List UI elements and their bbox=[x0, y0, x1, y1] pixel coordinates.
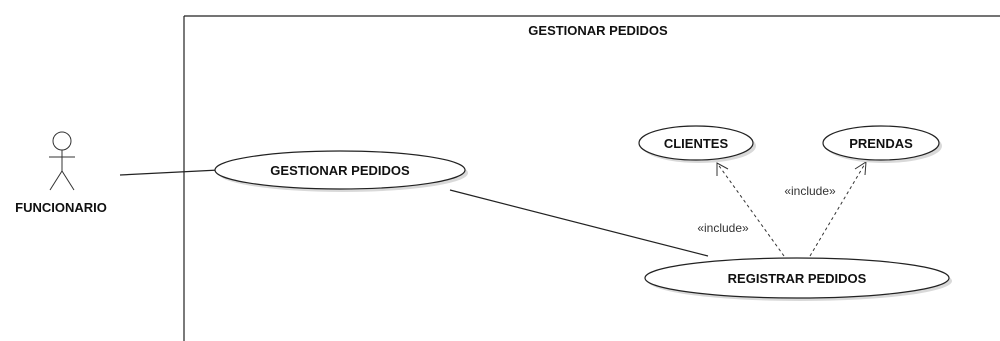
include-registrar-prendas[interactable]: «include» bbox=[784, 161, 867, 257]
include-dashed-line bbox=[809, 161, 867, 257]
use-case-ellipse bbox=[644, 257, 950, 299]
include-arrowhead-icon bbox=[854, 161, 867, 176]
use-case-label: CLIENTES bbox=[664, 136, 729, 151]
use-case-label: GESTIONAR PEDIDOS bbox=[270, 163, 410, 178]
association-actor-gestionar[interactable] bbox=[119, 169, 220, 176]
use-case-ellipse bbox=[638, 125, 754, 161]
use-case-prendas[interactable]: PRENDAS bbox=[822, 125, 942, 163]
actor-head bbox=[52, 131, 72, 151]
association-gestionar-registrar[interactable] bbox=[449, 189, 709, 257]
include-arrowhead-icon bbox=[716, 162, 729, 176]
system-title: GESTIONAR PEDIDOS bbox=[528, 23, 668, 38]
include-label-prendas: «include» bbox=[784, 184, 836, 198]
system-boundary: GESTIONAR PEDIDOS bbox=[183, 15, 1000, 341]
actor-stick-figure-icon bbox=[49, 131, 75, 191]
actor-right-leg bbox=[61, 170, 75, 191]
use-case-registrar-pedidos[interactable]: REGISTRAR PEDIDOS bbox=[644, 257, 952, 301]
actor-left-leg bbox=[49, 170, 63, 191]
include-dashed-line bbox=[716, 162, 785, 257]
use-case-ellipse bbox=[214, 150, 466, 190]
use-case-ellipse bbox=[822, 125, 940, 161]
use-case-label: PRENDAS bbox=[849, 136, 913, 151]
include-label-clientes: «include» bbox=[697, 221, 749, 235]
use-case-label: REGISTRAR PEDIDOS bbox=[728, 271, 867, 286]
include-registrar-clientes[interactable]: «include» bbox=[697, 162, 785, 257]
use-case-gestionar-pedidos[interactable]: GESTIONAR PEDIDOS bbox=[214, 150, 468, 192]
use-case-clientes[interactable]: CLIENTES bbox=[638, 125, 756, 163]
actor-name: FUNCIONARIO bbox=[15, 200, 107, 215]
actor-funcionario[interactable]: FUNCIONARIO bbox=[15, 131, 107, 215]
